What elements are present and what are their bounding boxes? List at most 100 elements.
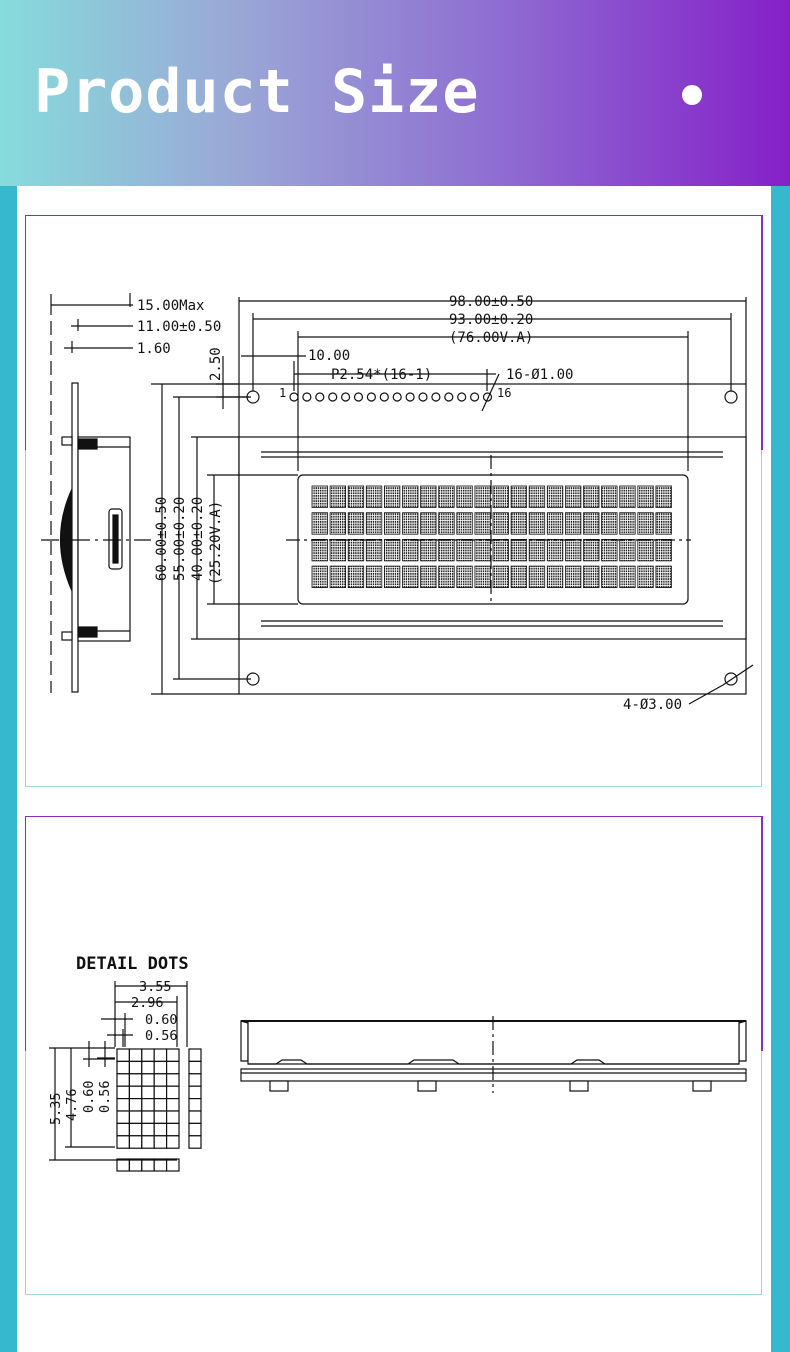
character-cell	[474, 539, 491, 562]
character-cell	[583, 539, 600, 562]
dim-dot-size-x: 0.56	[145, 1028, 178, 1044]
character-cell	[402, 539, 419, 562]
character-cell	[438, 485, 455, 508]
matrix-dot	[166, 1048, 180, 1062]
matrix-dot	[141, 1158, 155, 1172]
character-cell	[311, 539, 328, 562]
character-cell	[329, 565, 347, 588]
dim-dot-pitch-y: 0.60	[81, 1080, 97, 1113]
pin-hole	[353, 392, 364, 402]
character-cell	[347, 485, 365, 508]
pin-label-first: 1	[279, 386, 286, 400]
character-cell	[456, 512, 473, 535]
right-side-bar	[771, 186, 790, 1352]
character-cell	[510, 485, 528, 508]
character-cell	[329, 539, 347, 562]
outline-drawing: 15.00Max 11.00±0.50 1.60 98.00±0.50 93.0…	[41, 293, 754, 713]
character-cell	[474, 512, 491, 535]
dim-pin-offset-x: 10.00	[308, 348, 350, 364]
character-cell	[492, 485, 509, 508]
pin-hole	[366, 392, 376, 402]
dim-height-window: 40.00±0.20	[190, 497, 206, 581]
character-cell	[655, 565, 672, 588]
matrix-dot	[116, 1097, 130, 1112]
mount-hole	[724, 672, 738, 686]
dot-matrix	[116, 1048, 180, 1149]
dim-height-bezel: 55.00±0.20	[172, 497, 188, 581]
dim-char-pitch: 3.55	[139, 979, 172, 995]
character-cell	[637, 565, 654, 588]
matrix-dot	[141, 1073, 155, 1087]
character-cell	[510, 565, 528, 588]
dim-pcb-thickness: 1.60	[137, 341, 171, 357]
character-cell	[438, 539, 455, 562]
character-cell	[619, 565, 636, 588]
pin-hole	[457, 392, 467, 402]
matrix-dot	[128, 1122, 143, 1137]
matrix-dot	[128, 1085, 143, 1100]
character-cell	[546, 539, 564, 562]
character-cell	[637, 485, 654, 508]
character-cell	[347, 512, 365, 535]
character-cell	[438, 512, 455, 535]
pin-hole	[392, 392, 402, 402]
matrix-dot	[188, 1122, 202, 1137]
dim-width-va: (76.00V.A)	[449, 330, 533, 346]
detail-drawing: DETAIL DOTS 3.55 2.96 0.60 0.56 5.35 4.7…	[48, 954, 747, 1172]
character-cell	[329, 485, 347, 508]
side-profile	[240, 1016, 747, 1093]
pin-hole	[341, 392, 351, 402]
matrix-dot	[141, 1048, 155, 1062]
matrix-dot	[128, 1158, 143, 1172]
matrix-dot	[188, 1085, 202, 1100]
character-cell	[347, 539, 365, 562]
character-cell	[365, 565, 383, 588]
character-cell	[528, 485, 546, 508]
matrix-dot	[166, 1073, 180, 1087]
character-cell	[402, 512, 419, 535]
character-cell	[601, 485, 618, 508]
next-character-dots	[188, 1048, 202, 1149]
character-cell	[420, 565, 437, 588]
matrix-dot	[153, 1122, 168, 1137]
pin-label-last: 16	[497, 386, 511, 400]
dim-mount-holes: 4-Ø3.00	[623, 697, 682, 713]
dim-char-width: 2.96	[131, 995, 164, 1011]
character-cell	[637, 539, 654, 562]
left-side-bar	[0, 186, 17, 1352]
character-cell	[565, 485, 582, 508]
dim-line-pitch: 5.35	[48, 1092, 64, 1125]
character-cell	[383, 485, 401, 508]
matrix-dot	[128, 1135, 143, 1149]
matrix-dot	[153, 1110, 168, 1124]
character-cell	[528, 512, 546, 535]
dim-dot-size-y: 0.56	[97, 1080, 113, 1113]
matrix-dot	[166, 1097, 180, 1112]
dim-height-outer: 60.00±0.50	[154, 497, 170, 581]
character-cell	[402, 565, 419, 588]
matrix-dot	[153, 1073, 168, 1087]
dim-width-outer: 98.00±0.50	[449, 294, 533, 310]
dim-width-bezel: 93.00±0.20	[449, 312, 533, 328]
character-cell	[456, 565, 473, 588]
character-grid	[311, 485, 672, 588]
matrix-dot	[166, 1158, 180, 1172]
character-cell	[456, 539, 473, 562]
character-cell	[402, 485, 419, 508]
character-cell	[383, 539, 401, 562]
character-cell	[420, 485, 437, 508]
character-cell	[546, 485, 564, 508]
matrix-dot	[116, 1135, 130, 1149]
bullet-dot-icon	[682, 85, 702, 105]
matrix-dot	[188, 1060, 202, 1075]
pin-hole	[315, 392, 325, 402]
character-cell	[528, 539, 546, 562]
character-cell	[565, 512, 582, 535]
matrix-dot	[153, 1097, 168, 1112]
matrix-dot	[188, 1048, 202, 1062]
matrix-dot	[153, 1048, 168, 1062]
matrix-dot	[166, 1060, 180, 1075]
pin-hole	[444, 392, 454, 402]
matrix-dot	[141, 1122, 155, 1137]
character-cell	[383, 565, 401, 588]
